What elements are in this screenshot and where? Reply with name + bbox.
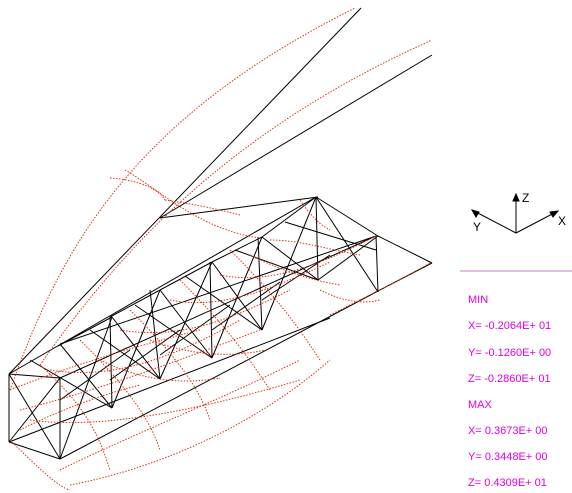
max-title: MAX <box>468 399 492 411</box>
max-x-value: X= 0.3673E+ 00 <box>468 425 548 437</box>
deformed-truss <box>9 7 433 491</box>
x-axis-line <box>515 211 557 234</box>
min-title: MIN <box>468 294 489 306</box>
min-x-value: X= -0.2064E+ 01 <box>468 320 552 332</box>
y-arrow-icon <box>470 209 480 218</box>
x-arrow-icon <box>549 210 560 218</box>
max-y-value: Y= 0.3448E+ 00 <box>468 451 548 463</box>
x-axis-label: X <box>558 214 567 228</box>
min-z-value: Z= -0.2860E+ 01 <box>468 373 551 385</box>
max-z-value: Z= 0.4309E+ 01 <box>468 477 547 489</box>
undeformed-truss <box>8 7 433 460</box>
axis-triad <box>470 192 560 234</box>
z-axis-label: Z <box>522 191 530 205</box>
min-y-value: Y= -0.1260E+ 00 <box>468 347 552 359</box>
y-axis-line <box>473 210 517 234</box>
z-arrow-icon <box>512 192 520 202</box>
y-axis-label: Y <box>473 220 482 234</box>
